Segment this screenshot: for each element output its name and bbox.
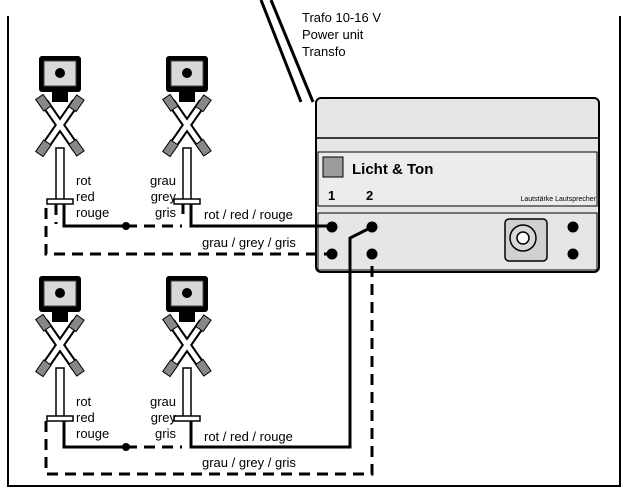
wire-bottom-grey	[44, 254, 374, 476]
top-right-label-3: gris	[155, 205, 176, 220]
signal-bottom-right	[162, 276, 212, 422]
top-left-label-3: rouge	[76, 205, 109, 220]
terminal-1-label: 1	[328, 188, 335, 203]
volume-label: Lautstärke Lautsprecher	[521, 196, 597, 203]
bottom-right-label-3: gris	[155, 426, 176, 441]
bottom-right-label-1: grau	[150, 394, 176, 409]
power-label-line3: Transfo	[302, 44, 346, 59]
top-left-label-1: rot	[76, 173, 92, 188]
speaker-terminal-top	[567, 221, 579, 233]
terminal-2-label: 2	[366, 188, 373, 203]
bottom-left-label-2: red	[76, 410, 95, 425]
module-name: Licht & Ton	[352, 161, 433, 178]
top-right-label-1: grau	[150, 173, 176, 188]
module-status-square	[322, 156, 344, 178]
bottom-right-label-2: grey	[151, 410, 177, 425]
power-cable	[259, 0, 315, 103]
signal-top-left	[35, 56, 85, 205]
diagram-frame	[7, 16, 621, 487]
wire-top-grey-label: grau / grey / gris	[202, 235, 296, 250]
wire-bottom-red-label: rot / red / rouge	[204, 429, 293, 444]
wire-top-grey	[44, 204, 332, 256]
wire-top-red	[62, 204, 332, 230]
bottom-left-label-1: rot	[76, 394, 92, 409]
top-left-label-2: red	[76, 189, 95, 204]
bottom-left-label-3: rouge	[76, 426, 109, 441]
signal-top-right	[162, 56, 212, 205]
wire-bottom-grey-label: grau / grey / gris	[202, 455, 296, 470]
wire-top-red-label: rot / red / rouge	[204, 207, 293, 222]
wire-bottom-red	[62, 225, 373, 451]
power-label-line1: Trafo 10-16 V	[302, 10, 381, 25]
signal-bottom-left	[35, 276, 85, 422]
top-right-label-2: grey	[151, 189, 177, 204]
power-label-line2: Power unit	[302, 27, 364, 42]
speaker-terminal-bottom	[567, 248, 579, 260]
control-module: Licht & Ton 1 2 Lautstärke Lautsprecher	[315, 97, 600, 273]
volume-knob[interactable]	[504, 218, 548, 262]
